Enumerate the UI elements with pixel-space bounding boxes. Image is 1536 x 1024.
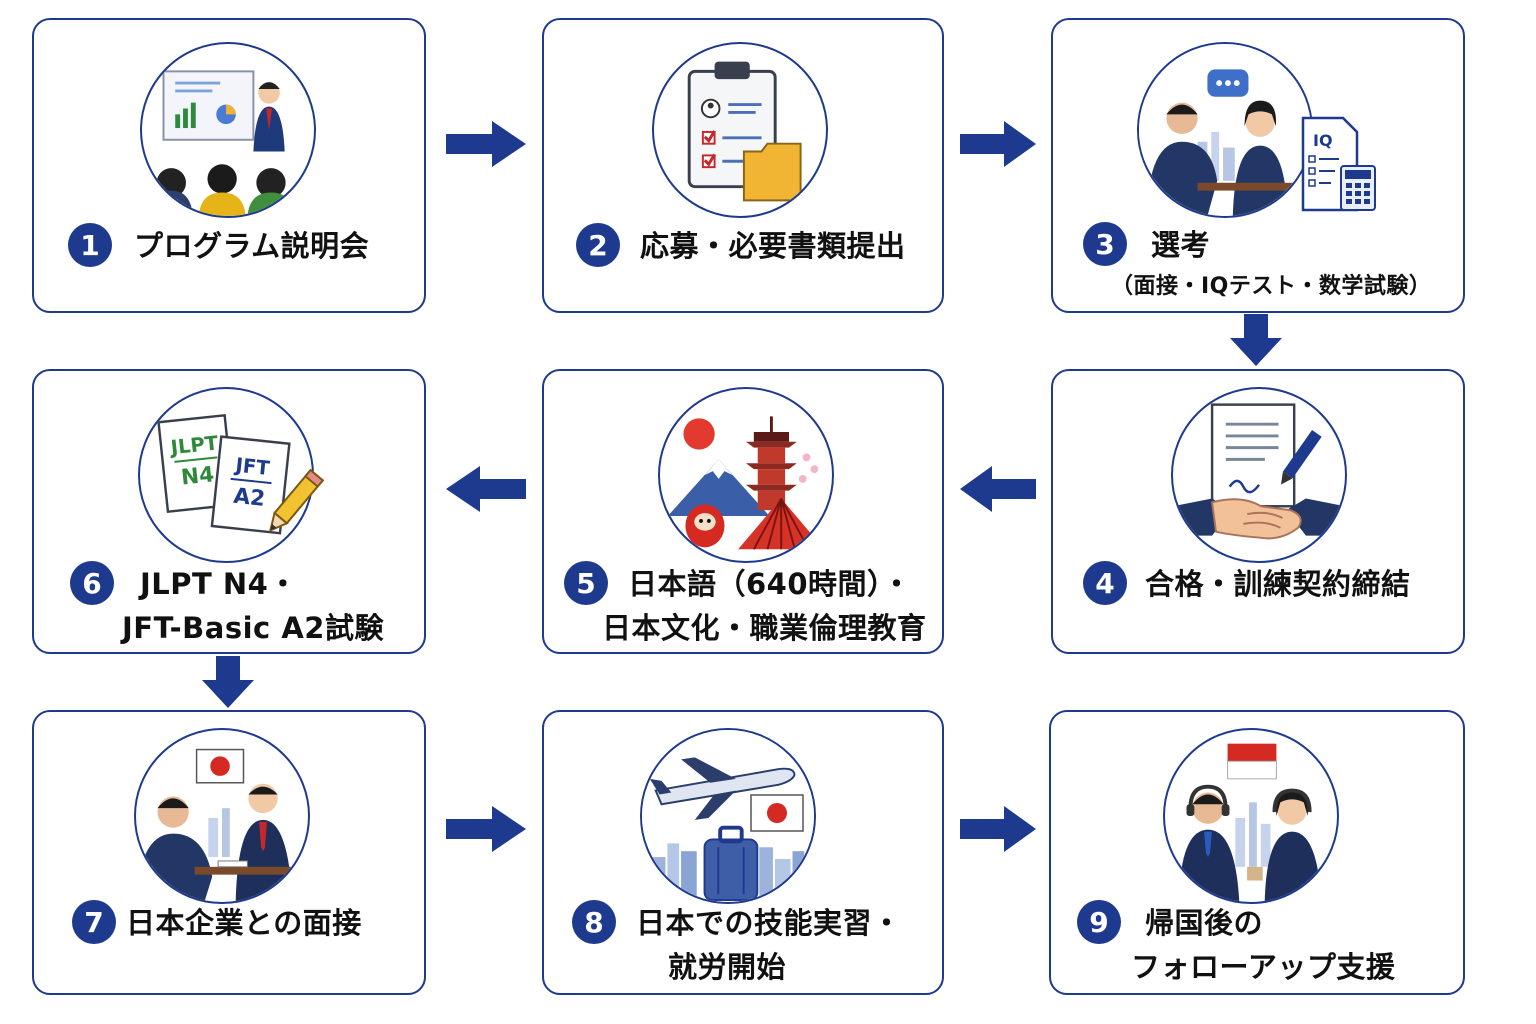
svg-text:N4: N4 [180, 462, 215, 490]
interview-test-icon [1139, 44, 1311, 216]
step-card-9: 9 帰国後の フォローアップ支援 [1049, 710, 1465, 995]
arrow-down-icon [202, 656, 254, 708]
step-5-image [658, 387, 834, 563]
exam-papers-icon: JLPT N4 JFT A2 [157, 413, 291, 535]
step-card-8: 8 日本での技能実習・ 就労開始 [542, 710, 944, 995]
follow-up-support-icon [1178, 743, 1322, 902]
arrow-left-icon [446, 466, 526, 512]
arrow-right-icon [960, 121, 1036, 167]
step-5-label-line2: 日本文化・職業倫理教育 [602, 611, 927, 645]
step-card-7: 7 日本企業との面接 [32, 710, 426, 995]
step-9-image [1163, 728, 1339, 904]
step-2-image [652, 42, 828, 218]
step-card-1: 1 プログラム説明会 [32, 18, 426, 313]
arrow-right-icon [446, 121, 526, 167]
step-number-badge: 9 [1077, 900, 1121, 944]
arrow-right-icon [446, 806, 526, 852]
step-7-label: 日本企業との面接 [126, 906, 362, 940]
step-7-image [134, 728, 310, 904]
step-8-label-line2: 就労開始 [668, 950, 787, 984]
step-3-label: 選考 [1151, 228, 1211, 262]
step-8-label-line1: 日本での技能実習・ [636, 906, 902, 940]
step-number-badge: 3 [1083, 222, 1127, 266]
svg-text:A2: A2 [232, 484, 266, 512]
step-8-image [640, 728, 816, 904]
airplane-travel-icon [642, 730, 814, 902]
presentation-icon [149, 70, 295, 216]
step-number-badge: 8 [572, 900, 616, 944]
arrow-down-icon [1230, 314, 1282, 366]
japan-culture-icon [667, 416, 825, 550]
step-9-label-line1: 帰国後の [1145, 906, 1264, 940]
japan-flag-icon [750, 794, 804, 832]
step-number-badge: 5 [564, 561, 608, 605]
step-card-6: JLPT N4 JFT A2 6 JLPT N4・ JFT-Basic A2試験 [32, 369, 426, 654]
step-6-label-line1: JLPT N4・ [140, 567, 298, 601]
step-number-badge: 1 [68, 223, 112, 267]
step-card-5: 5 日本語（640時間）・ 日本文化・職業倫理教育 [542, 369, 944, 654]
step-card-4: 4 合格・訓練契約締結 [1051, 369, 1465, 654]
step-4-image [1171, 387, 1347, 563]
arrow-left-icon [960, 466, 1036, 512]
svg-text:JFT: JFT [232, 453, 271, 480]
arrow-right-icon [960, 806, 1036, 852]
iq-test-calculator-icon: IQ [1301, 116, 1376, 212]
step-6-label-line2: JFT-Basic A2試験 [122, 611, 384, 645]
step-6-image: JLPT N4 JFT A2 [138, 387, 314, 563]
step-1-label: プログラム説明会 [134, 229, 370, 263]
step-card-2: 2 応募・必要書類提出 [542, 18, 944, 313]
handshake-contract-icon [1173, 403, 1345, 540]
step-number-badge: 6 [70, 561, 114, 605]
step-5-label-line1: 日本語（640時間）・ [628, 567, 912, 601]
step-number-badge: 4 [1083, 561, 1127, 605]
step-3-sublabel: （面接・IQテスト・数学試験） [1111, 274, 1432, 299]
step-4-label: 合格・訓練契約締結 [1145, 567, 1411, 601]
step-2-label: 応募・必要書類提出 [640, 229, 906, 263]
company-interview-icon [136, 748, 293, 902]
pencil-icon [268, 468, 325, 533]
svg-text:IQ: IQ [1313, 131, 1333, 150]
step-card-3: IQ 3 選考 （面接・IQテスト・数学試験） [1051, 18, 1465, 313]
step-number-badge: 2 [576, 223, 620, 267]
step-3-image [1137, 42, 1313, 218]
step-1-image [140, 42, 316, 218]
step-number-badge: 7 [72, 900, 116, 944]
step-9-label-line2: フォローアップ支援 [1131, 950, 1396, 984]
clipboard-folder-icon [687, 61, 802, 202]
svg-text:JLPT: JLPT [168, 431, 220, 459]
